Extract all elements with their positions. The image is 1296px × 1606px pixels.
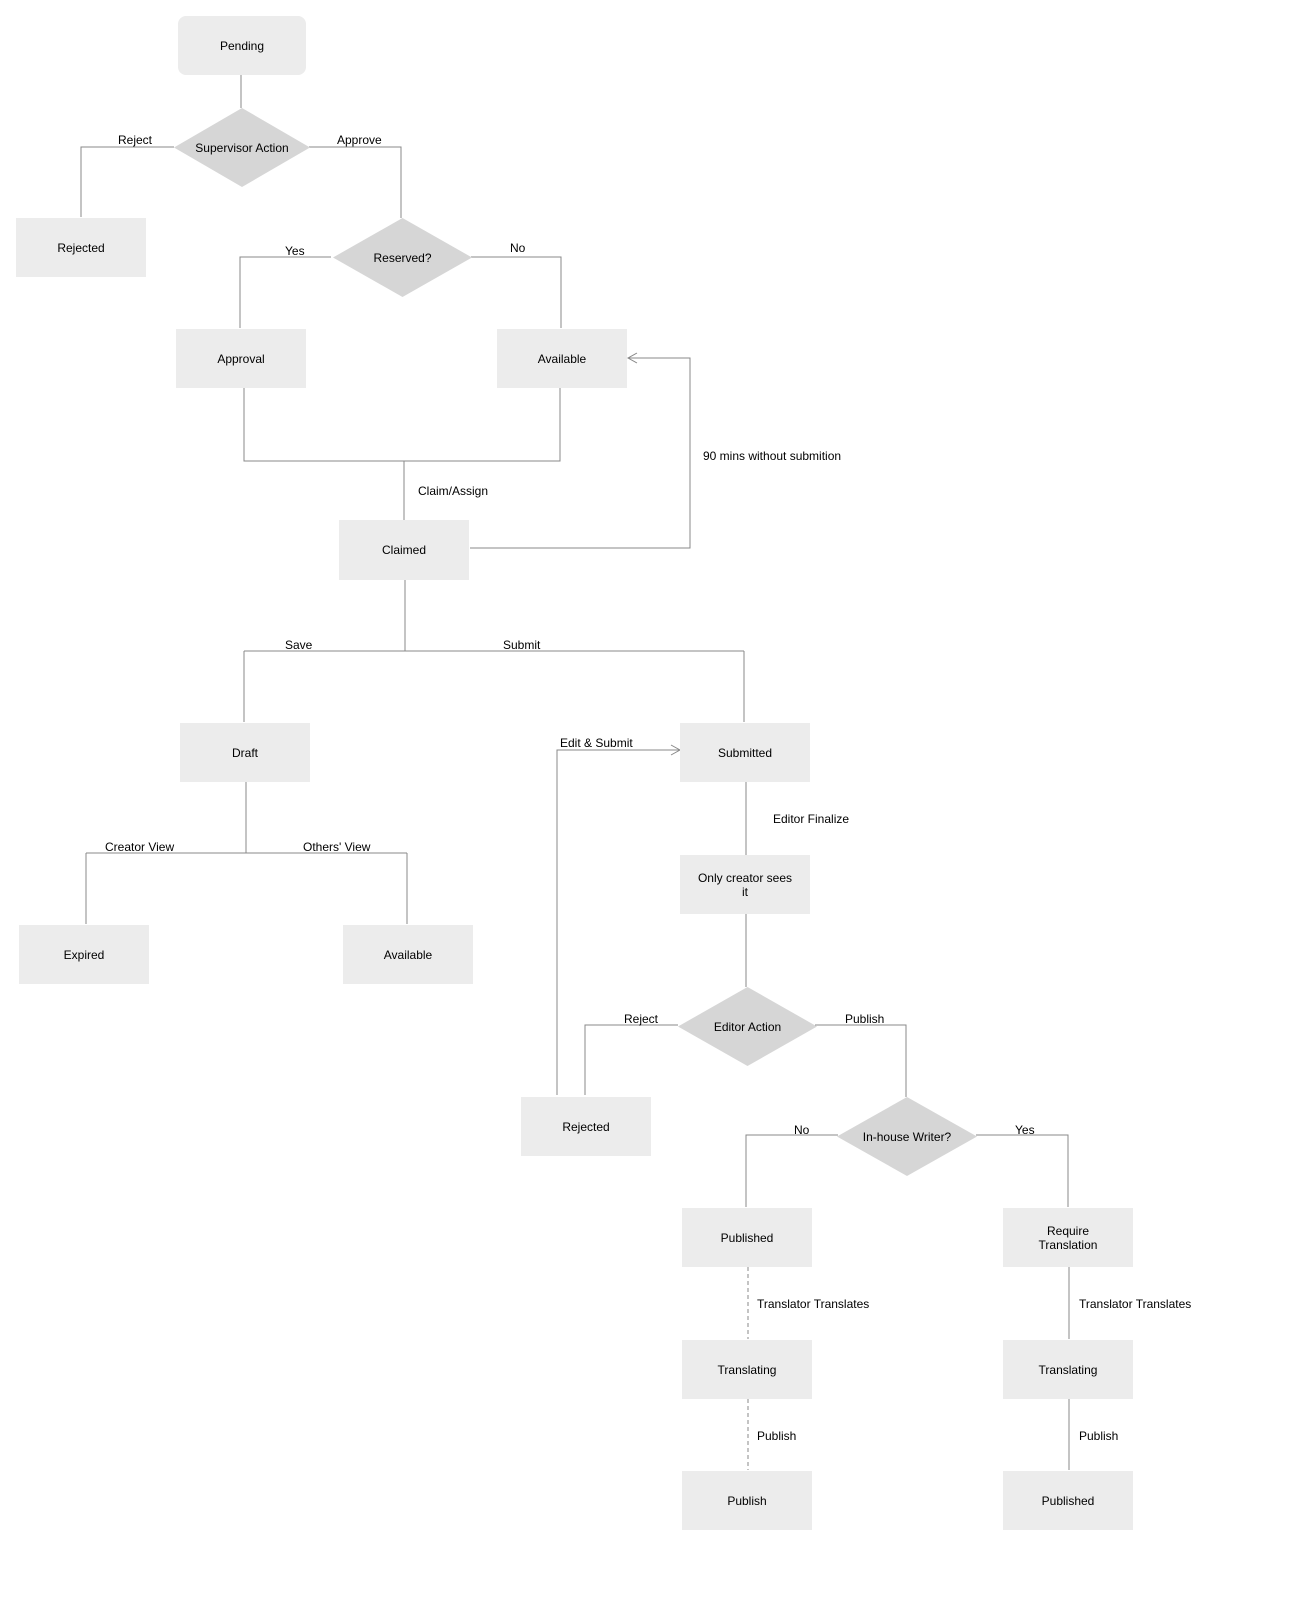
edge-label-no: No	[510, 241, 526, 255]
edge-supervisor-rejected	[80, 146, 174, 217]
node-publish[interactable]: Publish	[682, 1471, 812, 1530]
edge-label-claim-assign: Claim/Assign	[418, 484, 489, 498]
edge-label-save: Save	[285, 638, 313, 652]
edge-label-others-view: Others' View	[303, 840, 371, 854]
edge-reserved-approval	[239, 256, 331, 328]
edge-label-translator-translates: Translator Translates	[757, 1297, 870, 1311]
edge-label-submit: Submit	[503, 638, 541, 652]
edge-label-creator-view: Creator View	[105, 840, 175, 854]
edge-label-reject-editor: Reject	[624, 1012, 659, 1026]
node-pending[interactable]: Pending	[178, 16, 306, 75]
decision-label: Supervisor Action	[195, 140, 289, 155]
decision-label: In-house Writer?	[862, 1129, 952, 1144]
node-rejected[interactable]: Rejected	[16, 218, 146, 277]
diamond-shape	[174, 108, 310, 187]
decision-label: Editor Action	[713, 1019, 782, 1034]
edge-label-edit-submit: Edit & Submit	[560, 736, 633, 750]
node-submitted[interactable]: Submitted	[680, 723, 810, 782]
node-only-creator[interactable]: Only creator sees it	[680, 855, 810, 914]
diamond-shape	[837, 1097, 977, 1176]
edge-label-publish-editor: Publish	[845, 1012, 885, 1026]
node-rejected-editor[interactable]: Rejected	[521, 1097, 651, 1156]
node-published-final[interactable]: Published	[1003, 1471, 1133, 1530]
edge-rejected-submitted	[556, 744, 682, 1095]
node-draft[interactable]: Draft	[180, 723, 310, 782]
edge-label-timeout: 90 mins without submition	[703, 449, 842, 463]
node-published[interactable]: Published	[682, 1208, 812, 1267]
node-translating[interactable]: Translating	[682, 1340, 812, 1399]
diamond-shape	[333, 218, 472, 297]
node-translating-2[interactable]: Translating	[1003, 1340, 1133, 1399]
edge-label-approve: Approve	[337, 133, 382, 147]
edge-inhouse-require	[976, 1134, 1069, 1207]
edge-approval-merge	[243, 388, 561, 462]
edge-inhouse-published	[745, 1134, 838, 1207]
edge-label-yes-inhouse: Yes	[1015, 1123, 1035, 1137]
edge-draft-expired	[85, 852, 407, 924]
edge-label-publish: Publish	[757, 1429, 797, 1443]
node-expired[interactable]: Expired	[19, 925, 149, 984]
edge-branch-draft	[243, 650, 744, 722]
node-claimed[interactable]: Claimed	[339, 520, 469, 580]
edge-editor-inhouse	[815, 1024, 907, 1097]
edge-label-publish-2: Publish	[1079, 1429, 1119, 1443]
edge-label-translator-translates-2: Translator Translates	[1079, 1297, 1192, 1311]
node-require-translation[interactable]: Require Translation	[1003, 1208, 1133, 1267]
edge-label-editor-finalize: Editor Finalize	[773, 812, 850, 826]
decision-reserved[interactable]: Reserved?	[333, 218, 472, 297]
edge-supervisor-reserved	[309, 146, 402, 218]
decision-supervisor-action[interactable]: Supervisor Action	[174, 108, 310, 187]
diamond-shape	[678, 987, 817, 1066]
edge-label-yes: Yes	[285, 244, 305, 258]
decision-label: Reserved?	[373, 250, 432, 265]
edge-label-no-inhouse: No	[794, 1123, 810, 1137]
decision-editor-action[interactable]: Editor Action	[678, 987, 817, 1066]
edge-editor-rejected	[584, 1024, 678, 1095]
edge-label-reject: Reject	[118, 133, 153, 147]
node-approval[interactable]: Approval	[176, 329, 306, 388]
node-available[interactable]: Available	[497, 329, 627, 388]
edge-claimed-available	[470, 352, 691, 549]
decision-inhouse-writer[interactable]: In-house Writer?	[837, 1097, 977, 1176]
edge-reserved-available	[471, 256, 562, 328]
node-available-view[interactable]: Available	[343, 925, 473, 984]
